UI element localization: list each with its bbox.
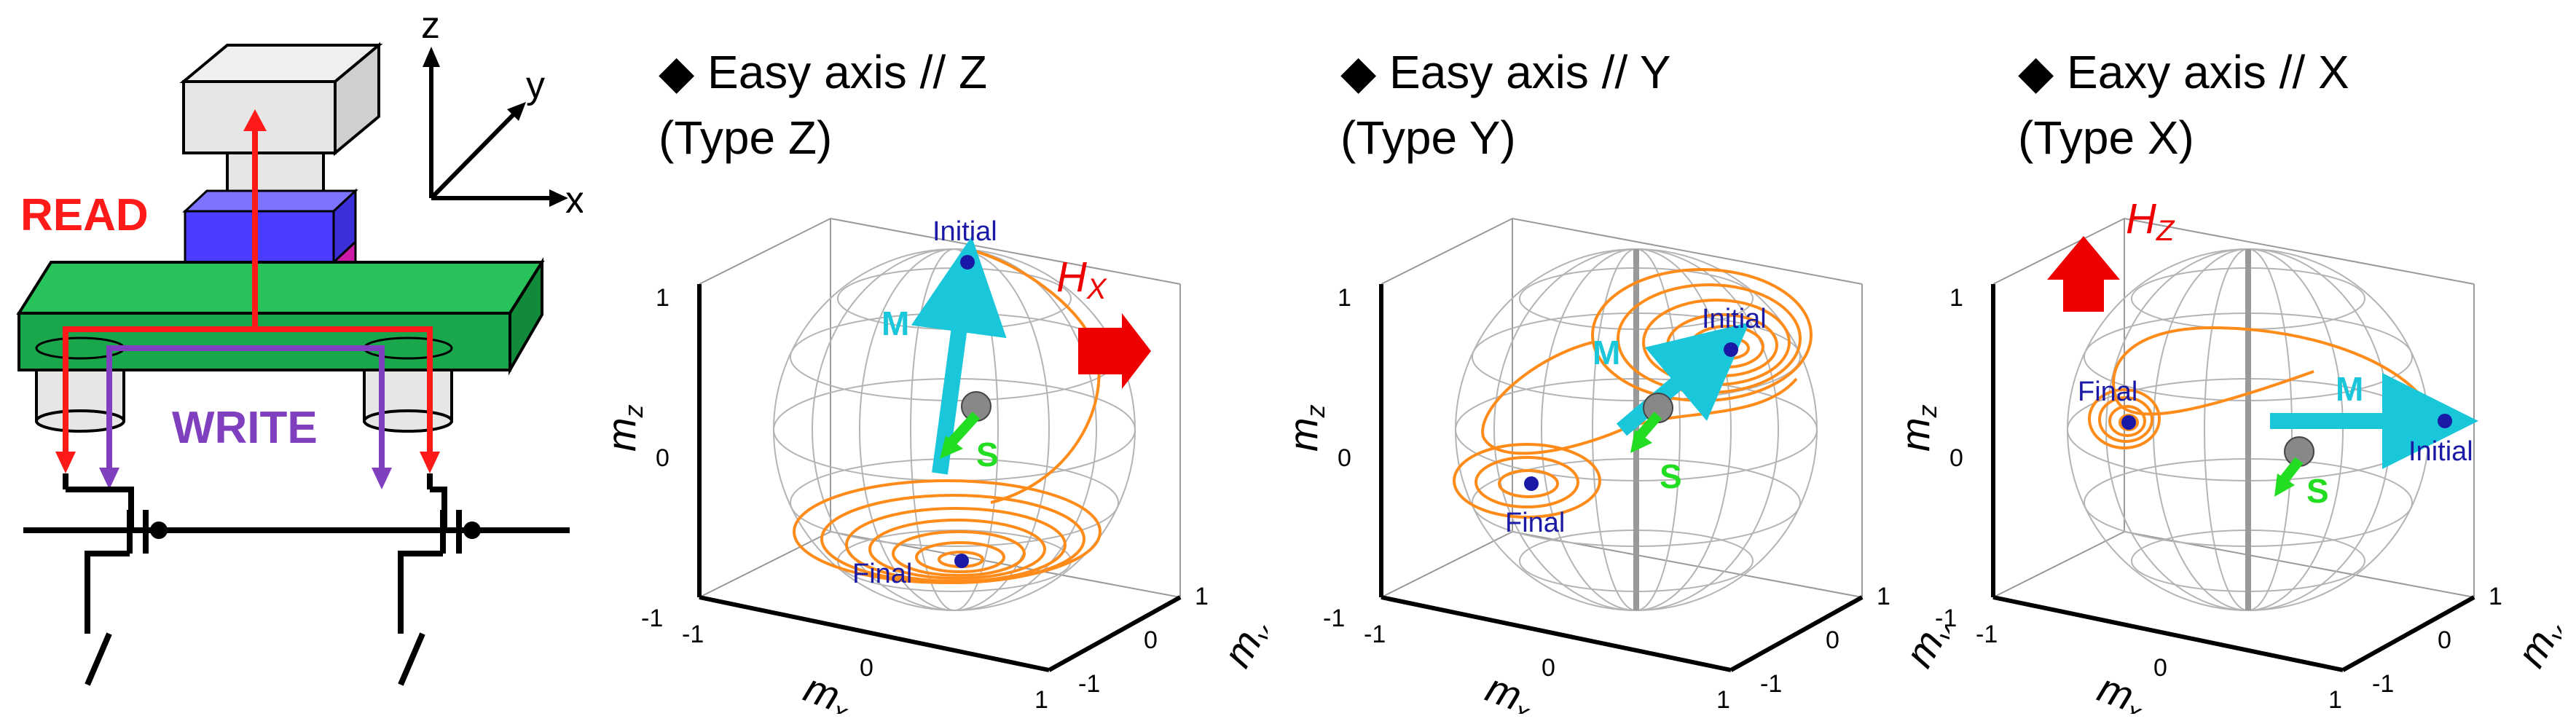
mtj-free-layer <box>182 188 358 265</box>
panel-1-title: ◆ Easy axis // Z <box>659 46 988 98</box>
axis-z-label: z <box>421 4 440 47</box>
s-label: S <box>976 436 999 473</box>
transistor-circuit <box>23 473 570 686</box>
tick-z-bot: -1 <box>1935 605 1957 632</box>
m-label: M <box>1593 334 1620 371</box>
panel-3-type: (Type X) <box>2018 111 2194 164</box>
tick-y-mid: 0 <box>1826 626 1839 654</box>
final-label: Final <box>852 559 912 589</box>
tick-x-left: -1 <box>1364 621 1386 648</box>
junction-node-left <box>150 522 168 539</box>
axis-z-title: mz <box>1906 404 1942 452</box>
tick-z-mid: 0 <box>1338 444 1351 472</box>
panel-1-sphere-plot: Initial Final M S HX 1 0 -1 -1 0 1 1 0 -… <box>612 216 1268 714</box>
panel-3-title: ◆ Eaxy axis // X <box>2018 46 2349 98</box>
junction-node-right <box>463 522 481 539</box>
tick-z-bot: -1 <box>1323 605 1345 632</box>
tick-y-bot: -1 <box>2372 670 2394 698</box>
tick-z-top: 1 <box>1949 284 1963 312</box>
axis-y-title: my <box>2508 610 2561 677</box>
write-label: WRITE <box>172 403 318 453</box>
final-marker <box>2121 415 2136 430</box>
axis-x-label: x <box>565 179 583 221</box>
panel-2-sphere-plot: Initial Final M S 1 0 -1 -1 0 1 1 0 -1 m… <box>1294 217 1949 714</box>
axis-z-title: mz <box>612 404 648 452</box>
panel-2-title: ◆ Easy axis // Y <box>1340 46 1671 98</box>
tick-y-mid: 0 <box>1144 626 1158 654</box>
s-arrow <box>1635 412 1662 441</box>
tick-x-left: -1 <box>1976 621 1998 648</box>
tick-y-bot: -1 <box>1760 670 1782 698</box>
tick-y-mid: 0 <box>2438 626 2451 654</box>
panel-1-type: (Type Z) <box>659 111 833 164</box>
s-arrow <box>2279 457 2304 484</box>
tick-y-top: 1 <box>1195 583 1209 610</box>
magnetization-trajectory <box>2088 326 2439 449</box>
axis-z-title: mz <box>1294 404 1330 452</box>
tick-z-mid: 0 <box>1949 444 1963 472</box>
initial-label: Initial <box>2408 436 2473 467</box>
field-arrow <box>1078 313 1151 389</box>
tick-x-right: 1 <box>1716 686 1730 714</box>
read-current-path <box>63 127 433 457</box>
initial-label: Initial <box>932 216 997 247</box>
tick-y-bot: -1 <box>1078 670 1100 698</box>
m-label: M <box>2336 370 2363 408</box>
m-arrow <box>1616 322 1750 436</box>
tick-z-mid: 0 <box>656 444 669 472</box>
s-label: S <box>1660 457 1682 495</box>
spin-orbit-channel <box>16 257 545 376</box>
initial-marker <box>1724 342 1738 357</box>
final-label: Final <box>1505 508 1565 538</box>
final-label: Final <box>2078 377 2137 407</box>
tick-z-bot: -1 <box>641 605 663 632</box>
axis-y-label: y <box>526 64 545 106</box>
axis-x-title: mx <box>797 664 860 714</box>
initial-marker <box>2438 414 2452 428</box>
tick-y-top: 1 <box>2489 583 2502 610</box>
tick-y-top: 1 <box>1877 583 1890 610</box>
write-current-path <box>106 345 385 473</box>
final-marker <box>1524 476 1539 491</box>
tick-x-right: 1 <box>2328 686 2342 714</box>
tick-z-top: 1 <box>656 284 669 312</box>
tick-x-left: -1 <box>682 621 704 648</box>
field-label: HX <box>1056 253 1107 305</box>
axis-x-title: mx <box>2091 664 2153 714</box>
tick-x-mid: 0 <box>2153 654 2167 682</box>
tick-x-right: 1 <box>1034 686 1048 714</box>
axis-x-title: mx <box>1479 664 1542 714</box>
top-electrode <box>179 42 383 157</box>
field-arrow <box>2047 236 2120 312</box>
read-label: READ <box>20 190 149 240</box>
panel-3-sphere-plot: Initial Final M S HZ 1 0 -1 -1 0 1 1 0 -… <box>1906 195 2561 714</box>
initial-marker <box>960 255 975 269</box>
s-label: S <box>2306 472 2329 510</box>
axes-icon <box>429 58 561 200</box>
m-label: M <box>881 304 909 342</box>
tick-x-mid: 0 <box>860 654 873 682</box>
final-marker <box>954 554 969 568</box>
panel-2-type: (Type Y) <box>1340 111 1516 164</box>
tick-z-top: 1 <box>1338 284 1351 312</box>
field-label: HZ <box>2126 195 2175 247</box>
magnetization-trajectory <box>793 248 1102 584</box>
tick-x-mid: 0 <box>1542 654 1555 682</box>
device-schematic: z y x <box>16 4 583 686</box>
s-arrow <box>944 412 981 449</box>
axis-y-title: my <box>1214 610 1268 677</box>
initial-label: Initial <box>1702 304 1767 334</box>
